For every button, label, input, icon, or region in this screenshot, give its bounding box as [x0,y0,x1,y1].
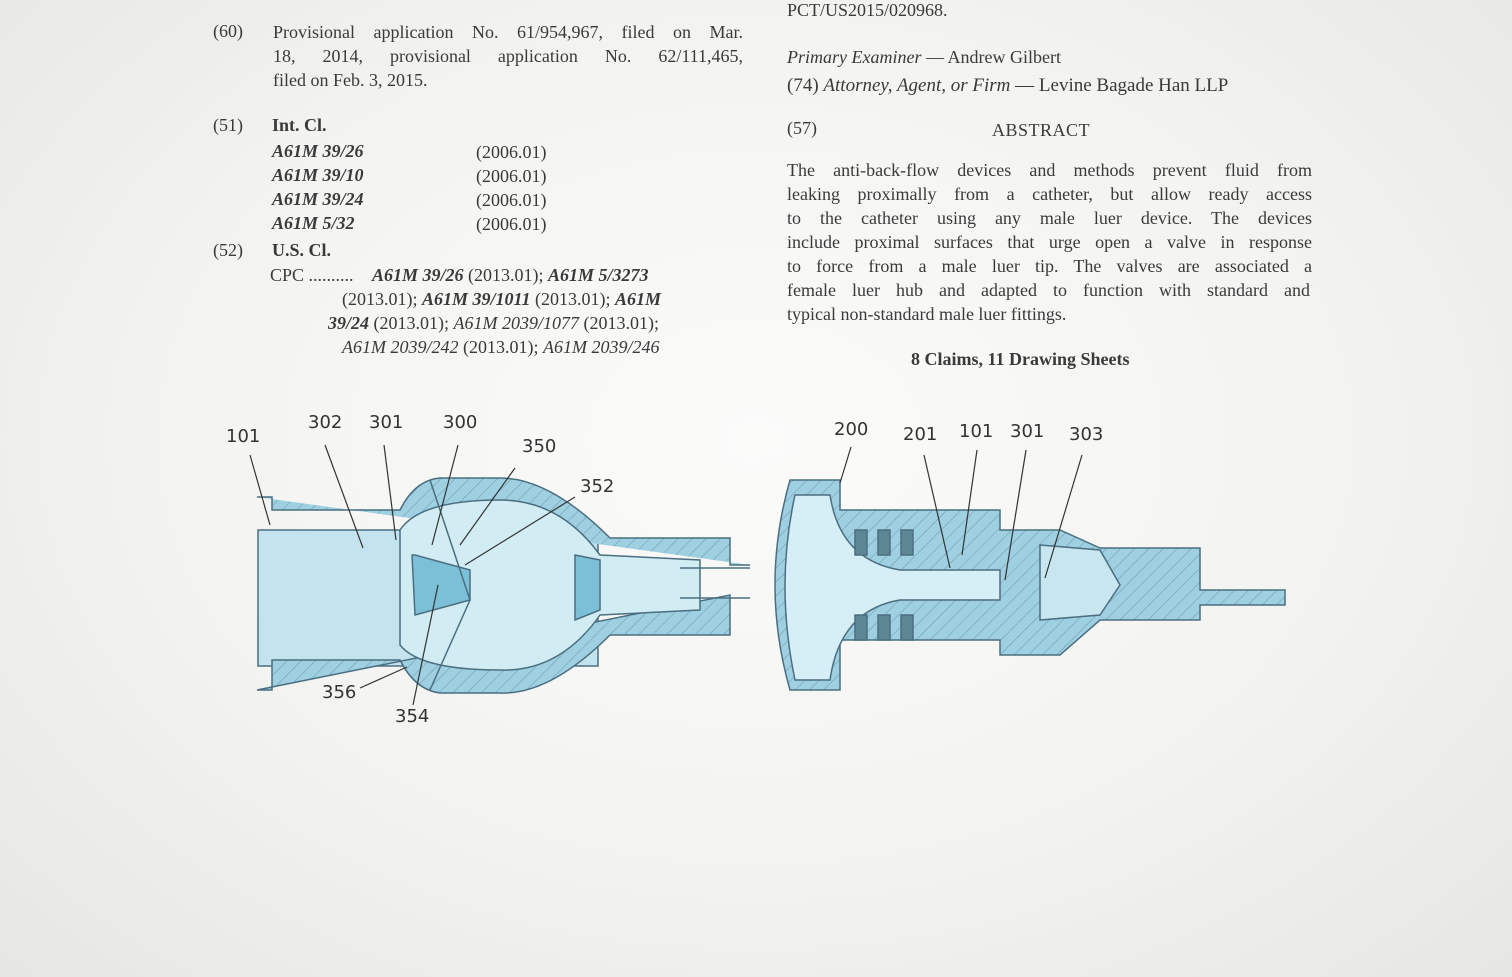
ref-label: 101 [226,426,260,447]
left-figure-valve [256,477,750,694]
int-cl-version: (2006.01) [476,142,547,162]
attorney-line: (74) Attorney, Agent, or Firm — Levine B… [787,75,1228,97]
cpc-class: A61M 5/3273 [548,265,649,285]
ref-label: 354 [395,706,429,727]
abstract-line: to the catheter using any male luer devi… [787,208,1312,228]
cpc-class: A61M 2039/246 [543,337,660,357]
int-cl-heading: Int. Cl. [272,115,327,135]
abstract-heading: ABSTRACT [992,120,1091,140]
abstract-line: The anti-back-flow devices and methods p… [787,160,1312,180]
int-cl-version: (2006.01) [476,190,547,210]
section-code: (51) [213,115,243,135]
examiner-label: Primary Examiner [787,47,922,67]
valve-chamber [1039,544,1121,621]
ref-label: 301 [1010,421,1044,442]
cpc-class: A61M 2039/1077 [453,313,580,333]
provisional-line: 18, 2014, provisional application No. 62… [273,46,743,66]
cpc-class: A61M 2039/242 [342,337,459,357]
spring-coils [854,529,914,641]
abstract-line: to force from a male luer tip. The valve… [787,256,1312,276]
cpc-line: A61M 2039/242 (2013.01); A61M 2039/246 [342,337,660,358]
abstract-line: include proximal surfaces that urge open… [787,232,1312,252]
int-cl-class: A61M 39/10 [272,165,364,185]
section-code: (60) [213,21,243,41]
ref-label: 352 [580,476,614,497]
attorney-name: — Levine Bagade Han LLP [1015,75,1229,96]
ref-label: 300 [443,412,477,433]
abstract-line: typical non-standard male luer fittings. [787,304,1067,324]
section-code: (74) [787,75,819,96]
cpc-version: (2013.01); [463,337,539,357]
ref-label: 356 [322,682,356,703]
left-figure-leaders [249,444,576,706]
attorney-label: Attorney, Agent, or Firm [823,75,1011,96]
claims-count: 8 Claims, 11 Drawing Sheets [911,349,1130,369]
cpc-version: (2013.01); [535,289,611,309]
right-figure-syringe [774,479,1286,691]
cpc-version: (2013.01); [373,313,450,333]
examiner-name: — Andrew Gilbert [925,47,1061,67]
section-code: (52) [213,240,243,260]
right-figure-leaders [839,446,1083,581]
cpc-version: (2013.01); [583,313,660,333]
cpc-line: CPC .......... A61M 39/26 (2013.01); A61… [270,265,649,286]
cpc-class: A61M 39/26 [372,265,464,285]
ref-label: 350 [522,436,556,457]
examiner-line: Primary Examiner — Andrew Gilbert [787,47,1061,68]
cpc-version: (2013.01); [342,289,418,309]
cpc-version: (2013.01); [468,265,544,285]
section-code: (57) [787,118,817,138]
abstract-line: leaking proximally from a catheter, but … [787,184,1312,204]
ref-label: 201 [903,424,937,445]
left-tip [411,554,471,616]
int-cl-class: A61M 39/24 [272,189,364,209]
provisional-line: Provisional application No. 61/954,967, … [273,22,743,42]
ref-label: 200 [834,419,868,440]
ref-label: 303 [1069,424,1103,445]
cpc-line: (2013.01); A61M 39/1011 (2013.01); A61M [342,289,662,309]
int-cl-class: A61M 5/32 [272,213,355,233]
right-figure-labels: 200 201 101 301 303 [834,419,1103,445]
ref-label: 101 [959,421,993,442]
cpc-label: CPC .......... [270,265,354,285]
provisional-line: filed on Feb. 3, 2015. [273,70,428,90]
abstract-line: female luer hub and adapted to function … [787,280,1310,300]
cpc-class: A61M 39/1011 [422,289,531,309]
us-cl-heading: U.S. Cl. [272,240,332,260]
cpc-line: 39/24 (2013.01); A61M 2039/1077 (2013.01… [328,313,660,333]
ref-label: 301 [369,412,403,433]
left-figure-labels: 101 302 301 300 350 352 356 354 [226,412,614,727]
pct-number: PCT/US2015/020968. [787,0,948,20]
ref-label: 302 [308,412,342,433]
int-cl-version: (2006.01) [476,166,547,186]
left-chamber [399,499,701,671]
int-cl-class: A61M 39/26 [272,141,364,161]
int-cl-version: (2006.01) [476,214,547,234]
